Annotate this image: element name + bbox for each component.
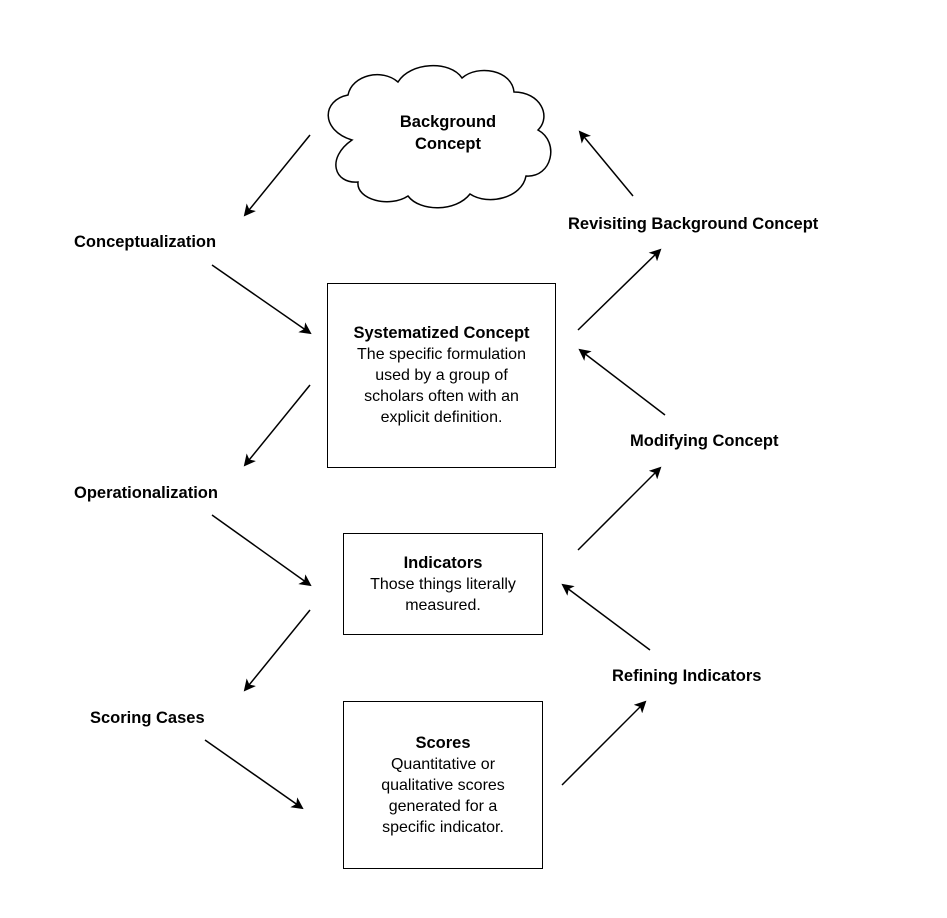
scores-desc-line: qualitative scores bbox=[381, 776, 505, 794]
scores-desc-line: Quantitative or bbox=[390, 755, 496, 773]
arrow-revisiting-to-cloud bbox=[578, 130, 634, 197]
scores-title: Scores bbox=[415, 733, 471, 752]
operationalization-label: Operationalization bbox=[74, 484, 218, 502]
indicators-desc-line: measured. bbox=[405, 596, 481, 614]
arrow-cloud-to-conceptualization bbox=[243, 134, 311, 217]
revisiting-background-concept-label: Revisiting Background Concept bbox=[568, 215, 819, 233]
arrow-refining-indicators-to-indicators bbox=[561, 583, 651, 651]
indicators-desc-line: Those things literally bbox=[370, 575, 516, 593]
arrow-indicators-to-modifying-concept bbox=[577, 466, 662, 551]
arrow-indicators-to-scoring-cases bbox=[243, 609, 311, 692]
scores-box: Scores Quantitative or qualitative score… bbox=[343, 701, 543, 869]
scores-desc-line: generated for a bbox=[388, 797, 498, 815]
arrow-operationalization-to-indicators bbox=[211, 514, 312, 587]
arrow-systematized-to-revisiting bbox=[577, 248, 662, 331]
arrow-systematized-to-operationalization bbox=[243, 384, 311, 467]
systematized-concept-title: Systematized Concept bbox=[353, 324, 530, 342]
background-concept-line1: Background bbox=[399, 113, 497, 131]
arrow-scoring-cases-to-scores bbox=[204, 739, 304, 810]
arrow-modifying-concept-to-systematized bbox=[578, 348, 666, 416]
background-concept-cloud bbox=[327, 65, 552, 209]
conceptualization-label: Conceptualization bbox=[74, 233, 217, 251]
systematized-concept-box: Systematized Concept The specific formul… bbox=[327, 283, 556, 468]
systematized-concept-desc-line: used by a group of bbox=[375, 367, 508, 384]
background-concept-line2: Concept bbox=[415, 135, 481, 153]
indicators-box: Indicators Those things literally measur… bbox=[343, 533, 543, 635]
systematized-concept-desc-line: explicit definition. bbox=[380, 409, 503, 426]
arrow-scores-to-refining-indicators bbox=[561, 700, 647, 786]
arrow-conceptualization-to-systematized bbox=[211, 264, 312, 335]
scores-desc-line: specific indicator. bbox=[382, 818, 504, 836]
background-concept-label: Background Concept bbox=[348, 111, 548, 155]
systematized-concept-desc-line: scholars often with an bbox=[364, 388, 519, 405]
systematized-concept-desc-line: The specific formulation bbox=[357, 346, 526, 363]
modifying-concept-label: Modifying Concept bbox=[630, 432, 779, 450]
refining-indicators-label: Refining Indicators bbox=[612, 667, 762, 685]
scoring-cases-label: Scoring Cases bbox=[90, 709, 205, 727]
indicators-title: Indicators bbox=[403, 553, 483, 572]
